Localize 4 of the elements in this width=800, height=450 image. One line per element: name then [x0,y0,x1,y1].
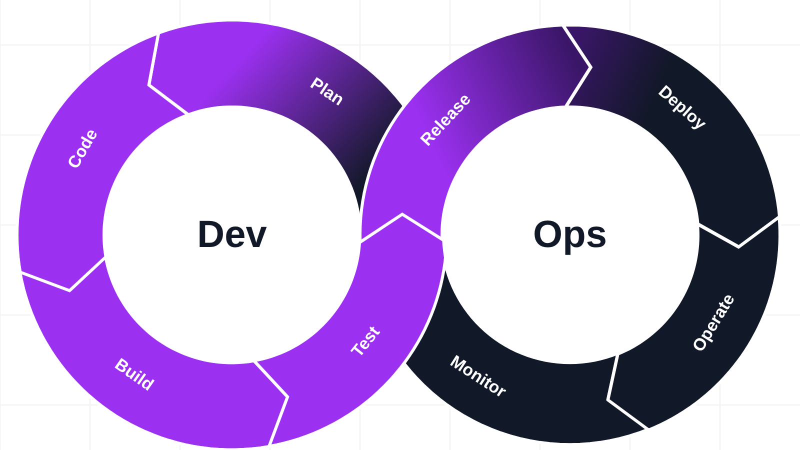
segment-label: Test [348,322,385,362]
center-label: Ops [533,214,607,256]
center-label: Dev [197,214,267,256]
segment-label: Plan [306,74,348,110]
